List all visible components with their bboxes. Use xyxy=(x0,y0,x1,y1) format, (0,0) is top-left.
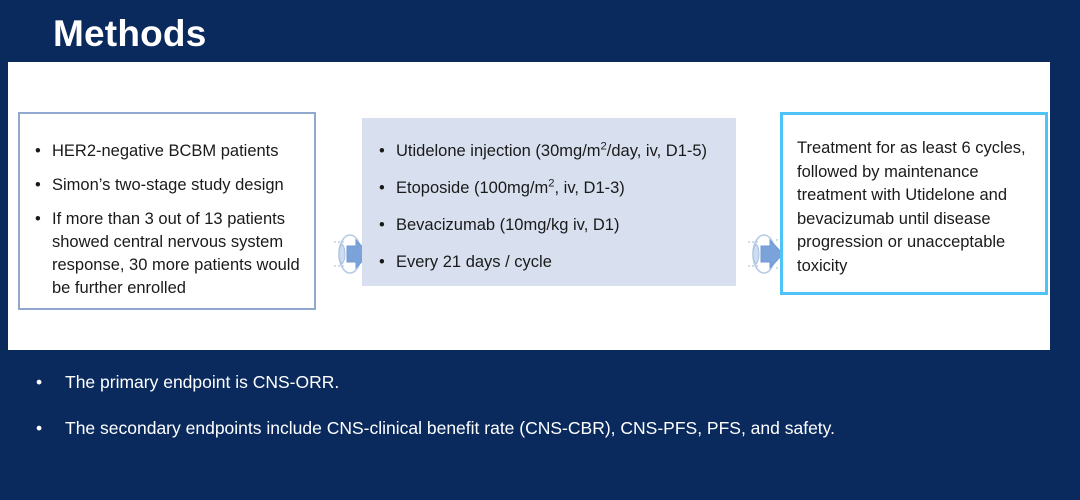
bullet-icon: • xyxy=(379,142,385,160)
list-item-label: Etoposide (100mg/m2, iv, D1-3) xyxy=(396,177,625,197)
flow-box-maintenance: Treatment for as least 6 cycles, followe… xyxy=(780,112,1048,295)
flow-box-regimen: • Utidelone injection (30mg/m2/day, iv, … xyxy=(362,118,736,286)
bullet-icon: • xyxy=(379,253,385,271)
bullet-icon: • xyxy=(35,142,41,160)
list-item: • If more than 3 out of 13 patients show… xyxy=(32,208,300,300)
list-item-label: HER2-negative BCBM patients xyxy=(52,142,279,160)
content-panel: • HER2-negative BCBM patients • Simon’s … xyxy=(8,62,1050,350)
maintenance-text: Treatment for as least 6 cycles, followe… xyxy=(797,139,1026,275)
flow-box-eligibility: • HER2-negative BCBM patients • Simon’s … xyxy=(18,112,316,310)
list-item: • Simon’s two-stage study design xyxy=(32,174,300,197)
list-item-label: The secondary endpoints include CNS-clin… xyxy=(65,418,835,438)
bullet-icon: • xyxy=(36,372,43,392)
list-item-label: The primary endpoint is CNS-ORR. xyxy=(65,372,340,392)
list-item: • Utidelone injection (30mg/m2/day, iv, … xyxy=(376,140,724,163)
list-item-label: Utidelone injection (30mg/m2/day, iv, D1… xyxy=(396,140,708,160)
list-item: • The primary endpoint is CNS-ORR. xyxy=(0,370,1080,394)
bullet-icon: • xyxy=(35,176,41,194)
list-item-label: Bevacizumab (10mg/kg iv, D1) xyxy=(396,216,620,234)
list-item: • Etoposide (100mg/m2, iv, D1-3) xyxy=(376,177,724,200)
endpoints-list: • The primary endpoint is CNS-ORR. • The… xyxy=(0,370,1080,462)
page-title: Methods xyxy=(53,13,207,54)
list-item: • The secondary endpoints include CNS-cl… xyxy=(0,416,1080,440)
list-item-label: Every 21 days / cycle xyxy=(396,253,552,271)
list-item: • Bevacizumab (10mg/kg iv, D1) xyxy=(376,214,724,237)
list-item-label: Simon’s two-stage study design xyxy=(52,176,284,194)
list-item: • Every 21 days / cycle xyxy=(376,251,724,274)
right-arrow-icon xyxy=(332,228,376,280)
bullet-icon: • xyxy=(379,179,385,197)
bullet-icon: • xyxy=(35,210,41,228)
list-item-label: If more than 3 out of 13 patients showed… xyxy=(52,210,300,297)
regimen-bullet-list: • Utidelone injection (30mg/m2/day, iv, … xyxy=(362,118,736,274)
list-item: • HER2-negative BCBM patients xyxy=(32,140,300,163)
bullet-icon: • xyxy=(379,216,385,234)
eligibility-bullet-list: • HER2-negative BCBM patients • Simon’s … xyxy=(20,114,314,300)
bullet-icon: • xyxy=(36,418,43,438)
